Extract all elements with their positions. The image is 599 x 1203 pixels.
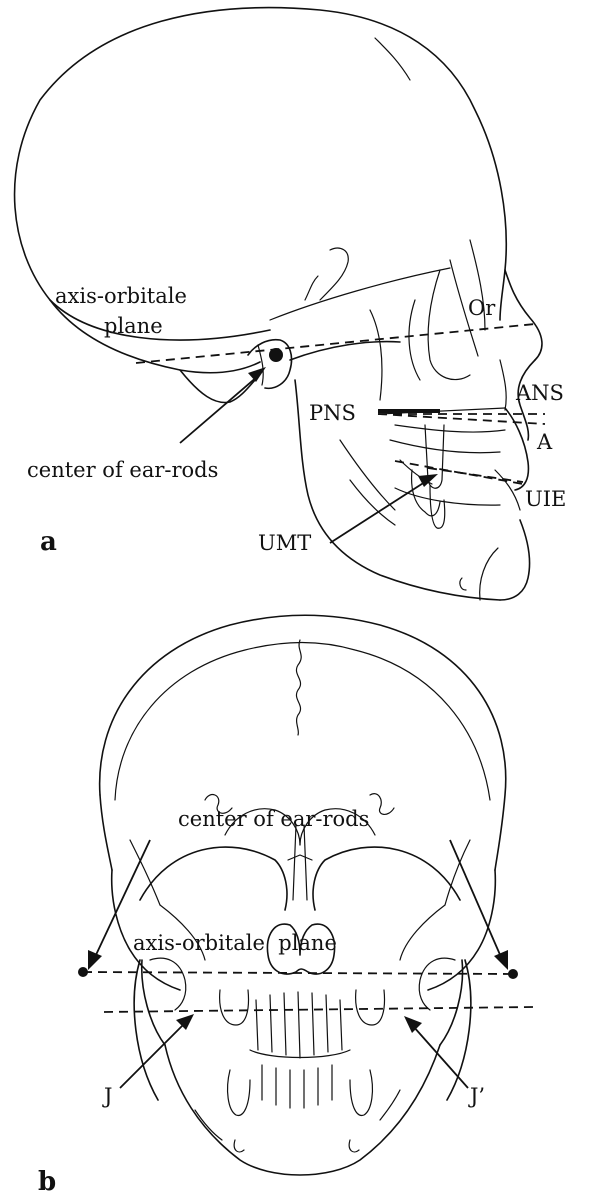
- axis-orbitale-label-line2: plane: [104, 314, 163, 338]
- axis-orbitale-plane-line-b: [83, 972, 513, 974]
- ear-rods-arrow-right: [450, 840, 501, 957]
- frontal-skull-drawing: [100, 615, 506, 1175]
- j-prime-arrowhead: [404, 1016, 422, 1033]
- axis-orbitale-plane-label-b: axis-orbitale plane: [133, 931, 337, 955]
- ans-label: ANS: [515, 381, 564, 405]
- uie-label: UIE: [525, 487, 566, 511]
- palatal-reference-line: [378, 414, 545, 424]
- j-j-prime-line: [104, 1007, 533, 1012]
- ear-rods-arrow-a: [180, 376, 258, 443]
- center-of-ear-rods-label-b: center of ear-rods: [178, 807, 369, 831]
- umt-label: UMT: [258, 531, 311, 555]
- ear-rod-point-right: [508, 969, 518, 979]
- ear-rods-arrowhead-right: [494, 950, 508, 970]
- pns-label: PNS: [309, 401, 356, 425]
- or-label: Or: [468, 296, 496, 320]
- ear-rod-point-left: [78, 967, 88, 977]
- j-label: J: [102, 1084, 112, 1108]
- axis-orbitale-plane-line-a: [136, 324, 535, 363]
- center-of-ear-rods-label-a: center of ear-rods: [27, 458, 218, 482]
- panel-a-label: a: [40, 527, 57, 557]
- axis-orbitale-label-line1: axis-orbitale: [55, 284, 187, 308]
- j-prime-arrow: [413, 1026, 468, 1088]
- j-prime-label: J’: [468, 1084, 485, 1108]
- panel-b-label: b: [38, 1167, 56, 1197]
- j-arrow: [120, 1024, 184, 1088]
- ear-rod-center-dot-a: [269, 348, 283, 362]
- umt-arrow: [330, 480, 428, 543]
- ear-rods-arrowhead-left: [88, 950, 102, 970]
- a-point-label: A: [536, 430, 553, 454]
- j-arrowhead: [176, 1014, 194, 1030]
